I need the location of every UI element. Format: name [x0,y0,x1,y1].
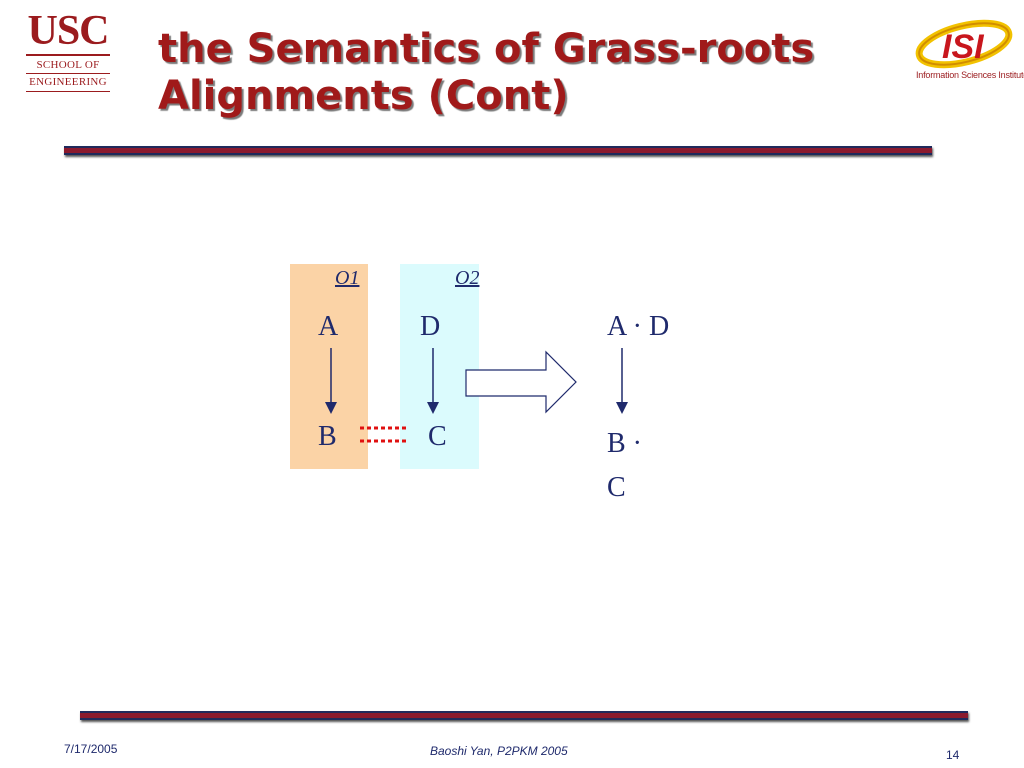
usc-logo-rule-2 [26,73,110,74]
title-divider [64,146,932,155]
merged-node-bc: B · C [607,428,642,503]
slide-title: the Semantics of Grass-roots Alignments … [158,26,815,119]
footer-divider [80,711,968,720]
isi-logo-ring-shade [918,22,1010,66]
usc-logo: USC SCHOOL OF ENGINEERING [26,10,110,92]
footer-date: 7/17/2005 [64,742,118,756]
footer-author: Baoshi Yan, P2PKM 2005 [430,744,568,758]
node-b: B [318,421,337,452]
usc-logo-rule [26,54,110,56]
usc-logo-wordmark: USC [27,8,109,54]
isi-logo-mark: ISI [942,28,985,66]
node-c: C [428,421,447,452]
ontology-o1-box [290,264,368,469]
isi-logo-caption: Information Sciences Institute [916,70,1024,80]
node-d: D [420,311,441,342]
isi-logo: ISI [915,19,1013,69]
implies-arrow-icon [465,350,577,414]
ontology-o2-label: O2 [455,267,480,289]
ontology-o1-label: O1 [335,267,360,289]
ontology-o2-box [400,264,479,469]
node-a: A [318,311,339,342]
usc-logo-rule-3 [26,91,110,92]
usc-logo-line2: ENGINEERING [29,76,107,88]
merged-node-ad: A · D [607,311,670,342]
usc-logo-line1: SCHOOL OF [36,59,100,71]
page-number: 14 [946,748,960,762]
